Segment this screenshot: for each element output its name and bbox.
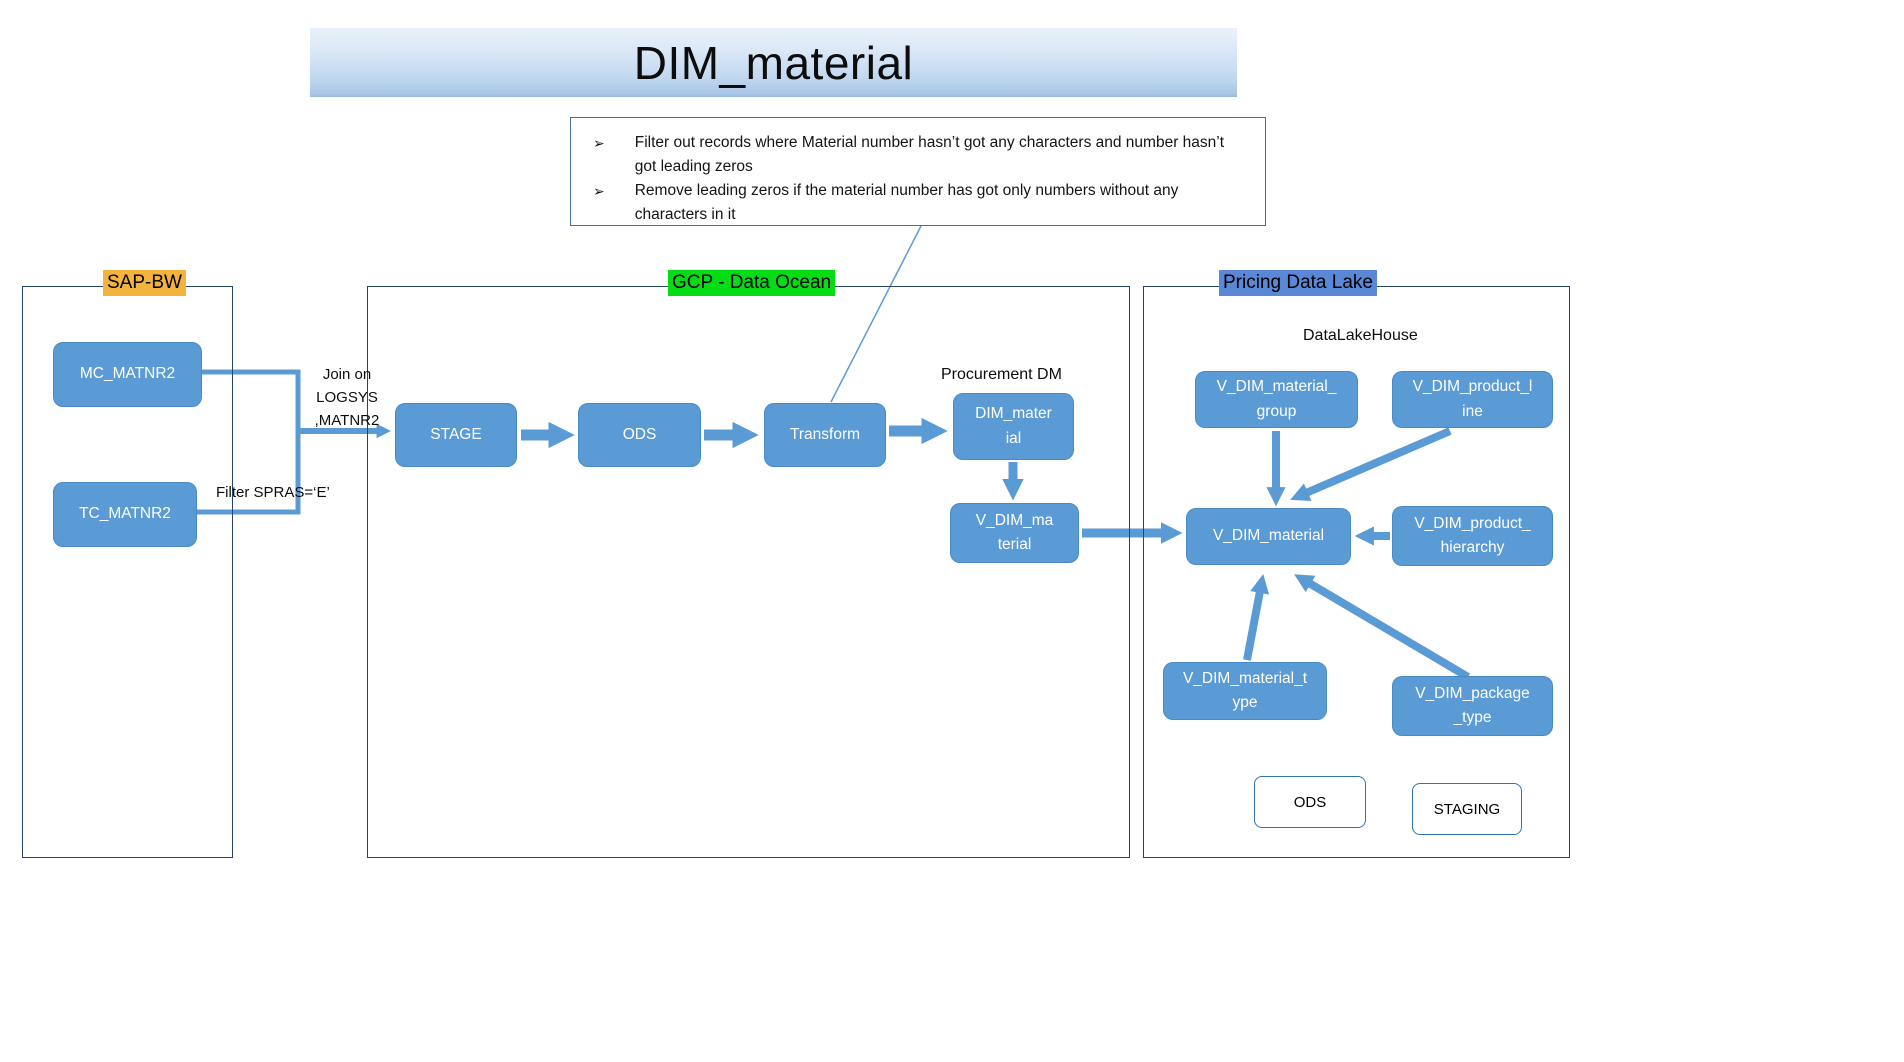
node-v-dim-material-type: V_DIM_material_type [1163, 662, 1327, 720]
note-text: Filter out records where Material number… [634, 134, 1225, 175]
datalakehouse-label: DataLakeHouse [1303, 327, 1418, 344]
node-v-dim-product-hierarchy: V_DIM_product_hierarchy [1392, 506, 1553, 566]
title-banner: DIM_material [310, 28, 1237, 97]
join-on-annotation: Join on LOGSYS ,MATNR2 [314, 366, 380, 429]
node-v-dim-material: V_DIM_material [1186, 508, 1351, 565]
node-tc-matnr2: TC_MATNR2 [53, 482, 197, 547]
node-v-dim-material-gcp: V_DIM_material [950, 503, 1079, 563]
filter-spras-annotation: Filter SPRAS=‘E’ [216, 484, 330, 501]
node-v-dim-product-line: V_DIM_product_line [1392, 371, 1553, 428]
bullet-arrow-icon: ➢ [593, 135, 605, 151]
node-ods: ODS [578, 403, 701, 467]
node-v-dim-material-group: V_DIM_material_group [1195, 371, 1358, 428]
page-title: DIM_material [633, 36, 914, 89]
bullet-arrow-icon: ➢ [593, 183, 605, 199]
node-v-dim-package-type: V_DIM_package_type [1392, 676, 1553, 736]
note-box: ➢ Filter out records where Material numb… [570, 117, 1266, 226]
note-item: ➢ Remove leading zeros if the material n… [593, 179, 1249, 227]
node-mc-matnr2: MC_MATNR2 [53, 342, 202, 407]
sap-bw-label: SAP-BW [103, 270, 186, 296]
pricing-data-lake-label: Pricing Data Lake [1219, 270, 1377, 296]
note-text: Remove leading zeros if the material num… [634, 182, 1179, 223]
note-item: ➢ Filter out records where Material numb… [593, 131, 1249, 179]
node-staging: STAGING [1412, 783, 1522, 835]
node-stage: STAGE [395, 403, 517, 467]
node-dim-material: DIM_material [953, 393, 1074, 460]
procurement-dm-label: Procurement DM [941, 366, 1062, 383]
node-transform: Transform [764, 403, 886, 467]
node-ods-pricing: ODS [1254, 776, 1366, 828]
gcp-data-ocean-label: GCP - Data Ocean [668, 270, 836, 296]
